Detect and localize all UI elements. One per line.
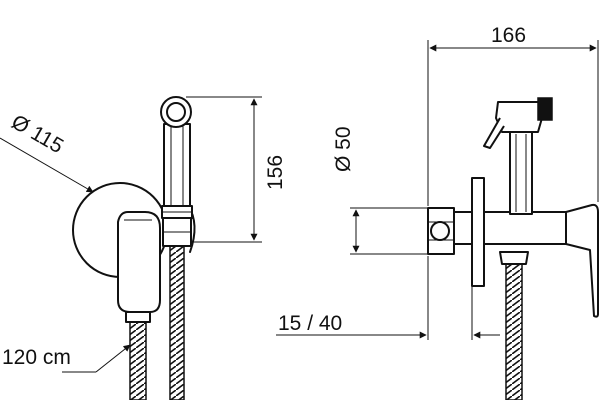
hose-120 bbox=[129, 319, 147, 400]
wall-depth-label: 15 / 40 bbox=[278, 312, 342, 335]
shower-hose bbox=[169, 244, 185, 400]
hose-leader bbox=[95, 344, 131, 373]
sprayer-handle bbox=[163, 123, 191, 219]
mixer-body bbox=[449, 211, 571, 245]
diameter-body-label: Ø 50 bbox=[332, 126, 355, 172]
wall-flange bbox=[471, 177, 485, 287]
mounting-nut-hole bbox=[430, 221, 450, 241]
diameter-cover-label: Ø 115 bbox=[8, 110, 68, 158]
side-lever bbox=[565, 203, 599, 318]
height-sprayer-label: 156 bbox=[264, 155, 287, 190]
sprayer-head-inner bbox=[166, 102, 186, 122]
sprayer-trigger bbox=[483, 117, 505, 149]
side-hose bbox=[505, 261, 523, 400]
sprayer-nozzle bbox=[537, 97, 553, 121]
diameter-cover-leader bbox=[0, 137, 94, 193]
front-view: Ø 115 156 120 cm bbox=[0, 96, 287, 400]
side-view: 166 Ø 50 15 / 40 bbox=[276, 24, 599, 400]
hose-length-label: 120 cm bbox=[2, 346, 71, 369]
hose-nut bbox=[125, 311, 151, 323]
mixer-lever bbox=[117, 211, 161, 313]
sprayer-tube bbox=[509, 131, 533, 215]
overall-width-label: 166 bbox=[491, 24, 526, 47]
side-hose-nut bbox=[499, 251, 529, 265]
